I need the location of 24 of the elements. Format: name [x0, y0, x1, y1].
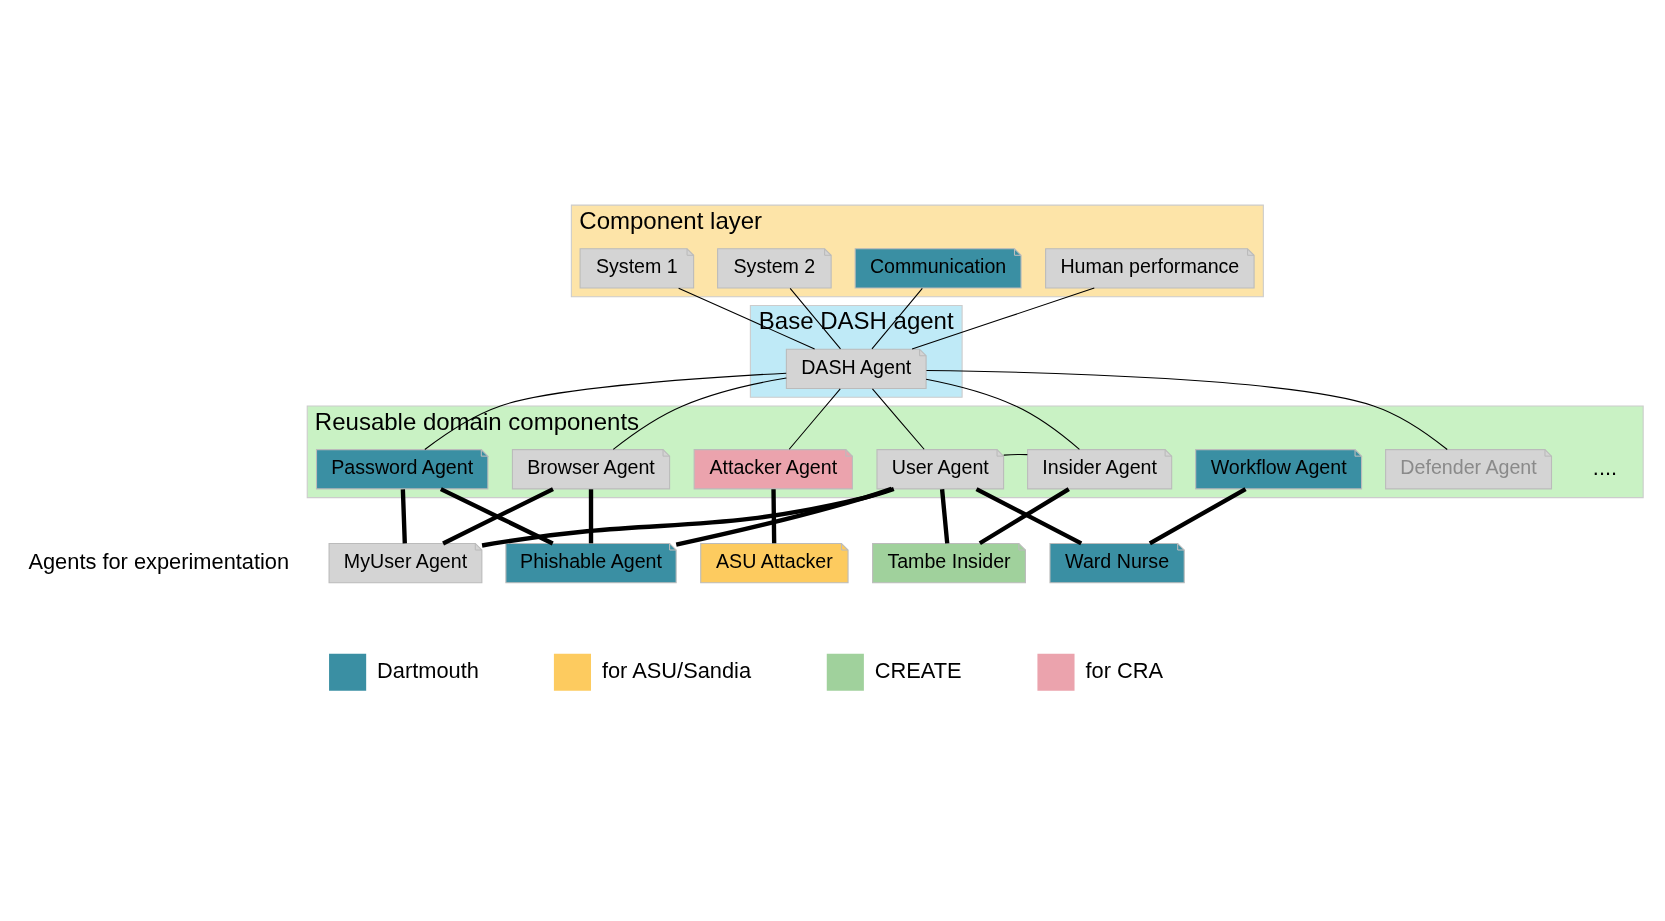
- connector: [871, 287, 923, 350]
- connector: [1148, 487, 1247, 546]
- connector: [871, 388, 925, 450]
- connector: [678, 287, 816, 350]
- legend-label: for ASU/Sandia: [601, 657, 752, 683]
- connector: [400, 489, 407, 544]
- connector: [911, 287, 1095, 350]
- connector: [925, 369, 1448, 451]
- connector: [588, 489, 594, 544]
- label: ....: [1592, 454, 1618, 480]
- connector: [675, 486, 893, 547]
- connector: [424, 372, 787, 451]
- connector: [788, 388, 841, 450]
- connector: [1003, 453, 1028, 456]
- connector: [939, 489, 950, 544]
- connector: [789, 287, 842, 350]
- connector: [771, 489, 777, 544]
- connector: [612, 377, 787, 450]
- legend-label: CREATE: [874, 657, 962, 683]
- connector: [925, 378, 1080, 450]
- label: Agents for experimentation: [28, 548, 290, 574]
- legend-label: for CRA: [1085, 657, 1164, 683]
- legend-label: Dartmouth: [377, 657, 479, 683]
- connector: [481, 486, 895, 548]
